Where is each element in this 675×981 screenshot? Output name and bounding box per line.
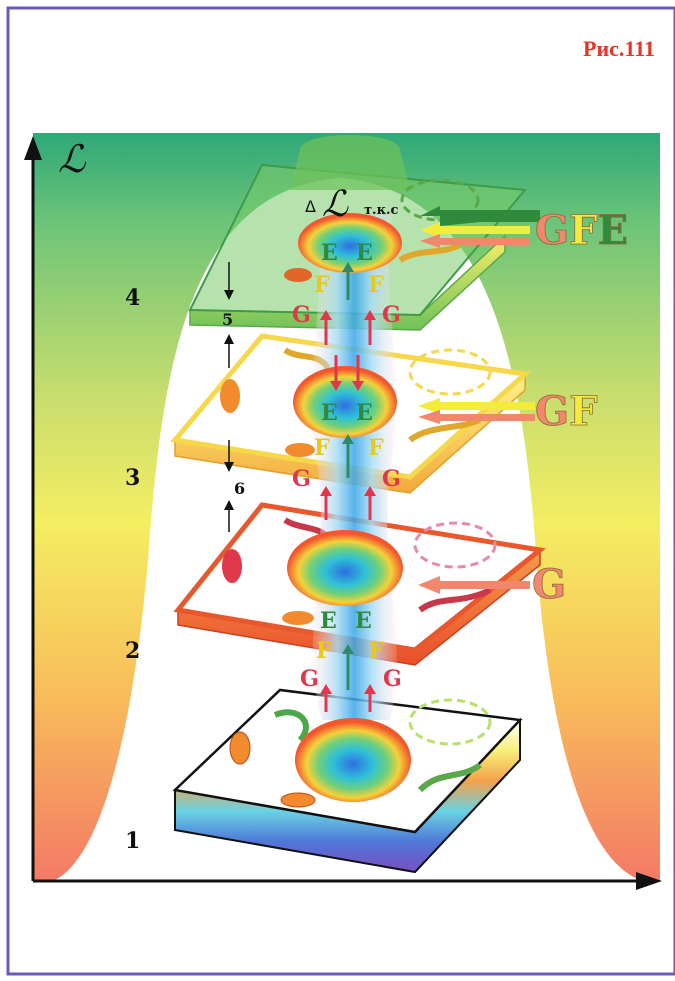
letter-g: G — [383, 666, 402, 692]
letter-g: G — [382, 466, 401, 492]
letter-g: G — [292, 302, 311, 328]
gap-number-6: 6 — [234, 479, 245, 498]
letter-f: F — [368, 435, 384, 461]
arrow-f-shaft — [440, 402, 535, 410]
level-number-1: 1 — [125, 828, 140, 854]
letter-g: G — [382, 302, 401, 328]
letter-f: F — [316, 638, 332, 664]
arrow-g-shaft — [440, 414, 535, 421]
figure-label: Рис.111 — [583, 36, 655, 62]
letter-f: F — [368, 272, 384, 298]
input-label-g: G — [532, 561, 566, 608]
input-label-gfe-f: F — [569, 207, 597, 254]
letter-f: F — [368, 638, 384, 664]
column-blob-4 — [298, 213, 402, 273]
arrow-e-shaft — [440, 210, 540, 222]
letter-e: E — [320, 608, 337, 634]
delta-subscript: т.к.с — [364, 203, 398, 218]
letter-e: E — [356, 400, 373, 426]
input-arrows-gfe — [420, 206, 540, 248]
arrow-f-shaft — [440, 226, 530, 234]
letter-e: E — [355, 608, 372, 634]
letter-e: E — [321, 400, 338, 426]
organelle — [285, 443, 315, 457]
organelle — [220, 379, 240, 413]
y-axis-label: ℒ — [58, 137, 87, 181]
arrow-g-shaft — [440, 238, 530, 245]
letter-e: E — [356, 240, 373, 266]
input-label-gfe-e: E — [598, 207, 629, 254]
column-blob-3 — [293, 366, 397, 438]
column-blob-2 — [287, 530, 403, 606]
level-number-2: 2 — [125, 638, 140, 664]
organelle — [222, 549, 242, 583]
input-label-gfe: GFE — [535, 207, 628, 254]
letter-f: F — [314, 435, 330, 461]
organelle — [230, 732, 250, 764]
column-blob-1 — [295, 718, 411, 802]
letter-f: F — [314, 272, 330, 298]
delta-main-symbol: ℒ — [322, 184, 349, 225]
organelle — [281, 793, 315, 807]
organelle — [284, 268, 312, 282]
letter-e: E — [321, 240, 338, 266]
gap-number-5: 5 — [222, 310, 233, 329]
delta-cap — [290, 135, 410, 190]
input-label-gf: GF — [535, 388, 598, 435]
letter-g: G — [292, 466, 311, 492]
input-label-gfe-g: G — [535, 207, 569, 254]
delta-symbol: Δ — [305, 197, 316, 216]
input-label-gf-g: G — [535, 388, 569, 435]
organelle — [282, 611, 314, 625]
level-number-3: 3 — [125, 465, 140, 491]
input-label-gf-f: F — [569, 388, 597, 435]
arrow-g-shaft — [440, 581, 530, 589]
level-number-4: 4 — [125, 285, 140, 311]
letter-g: G — [300, 666, 319, 692]
